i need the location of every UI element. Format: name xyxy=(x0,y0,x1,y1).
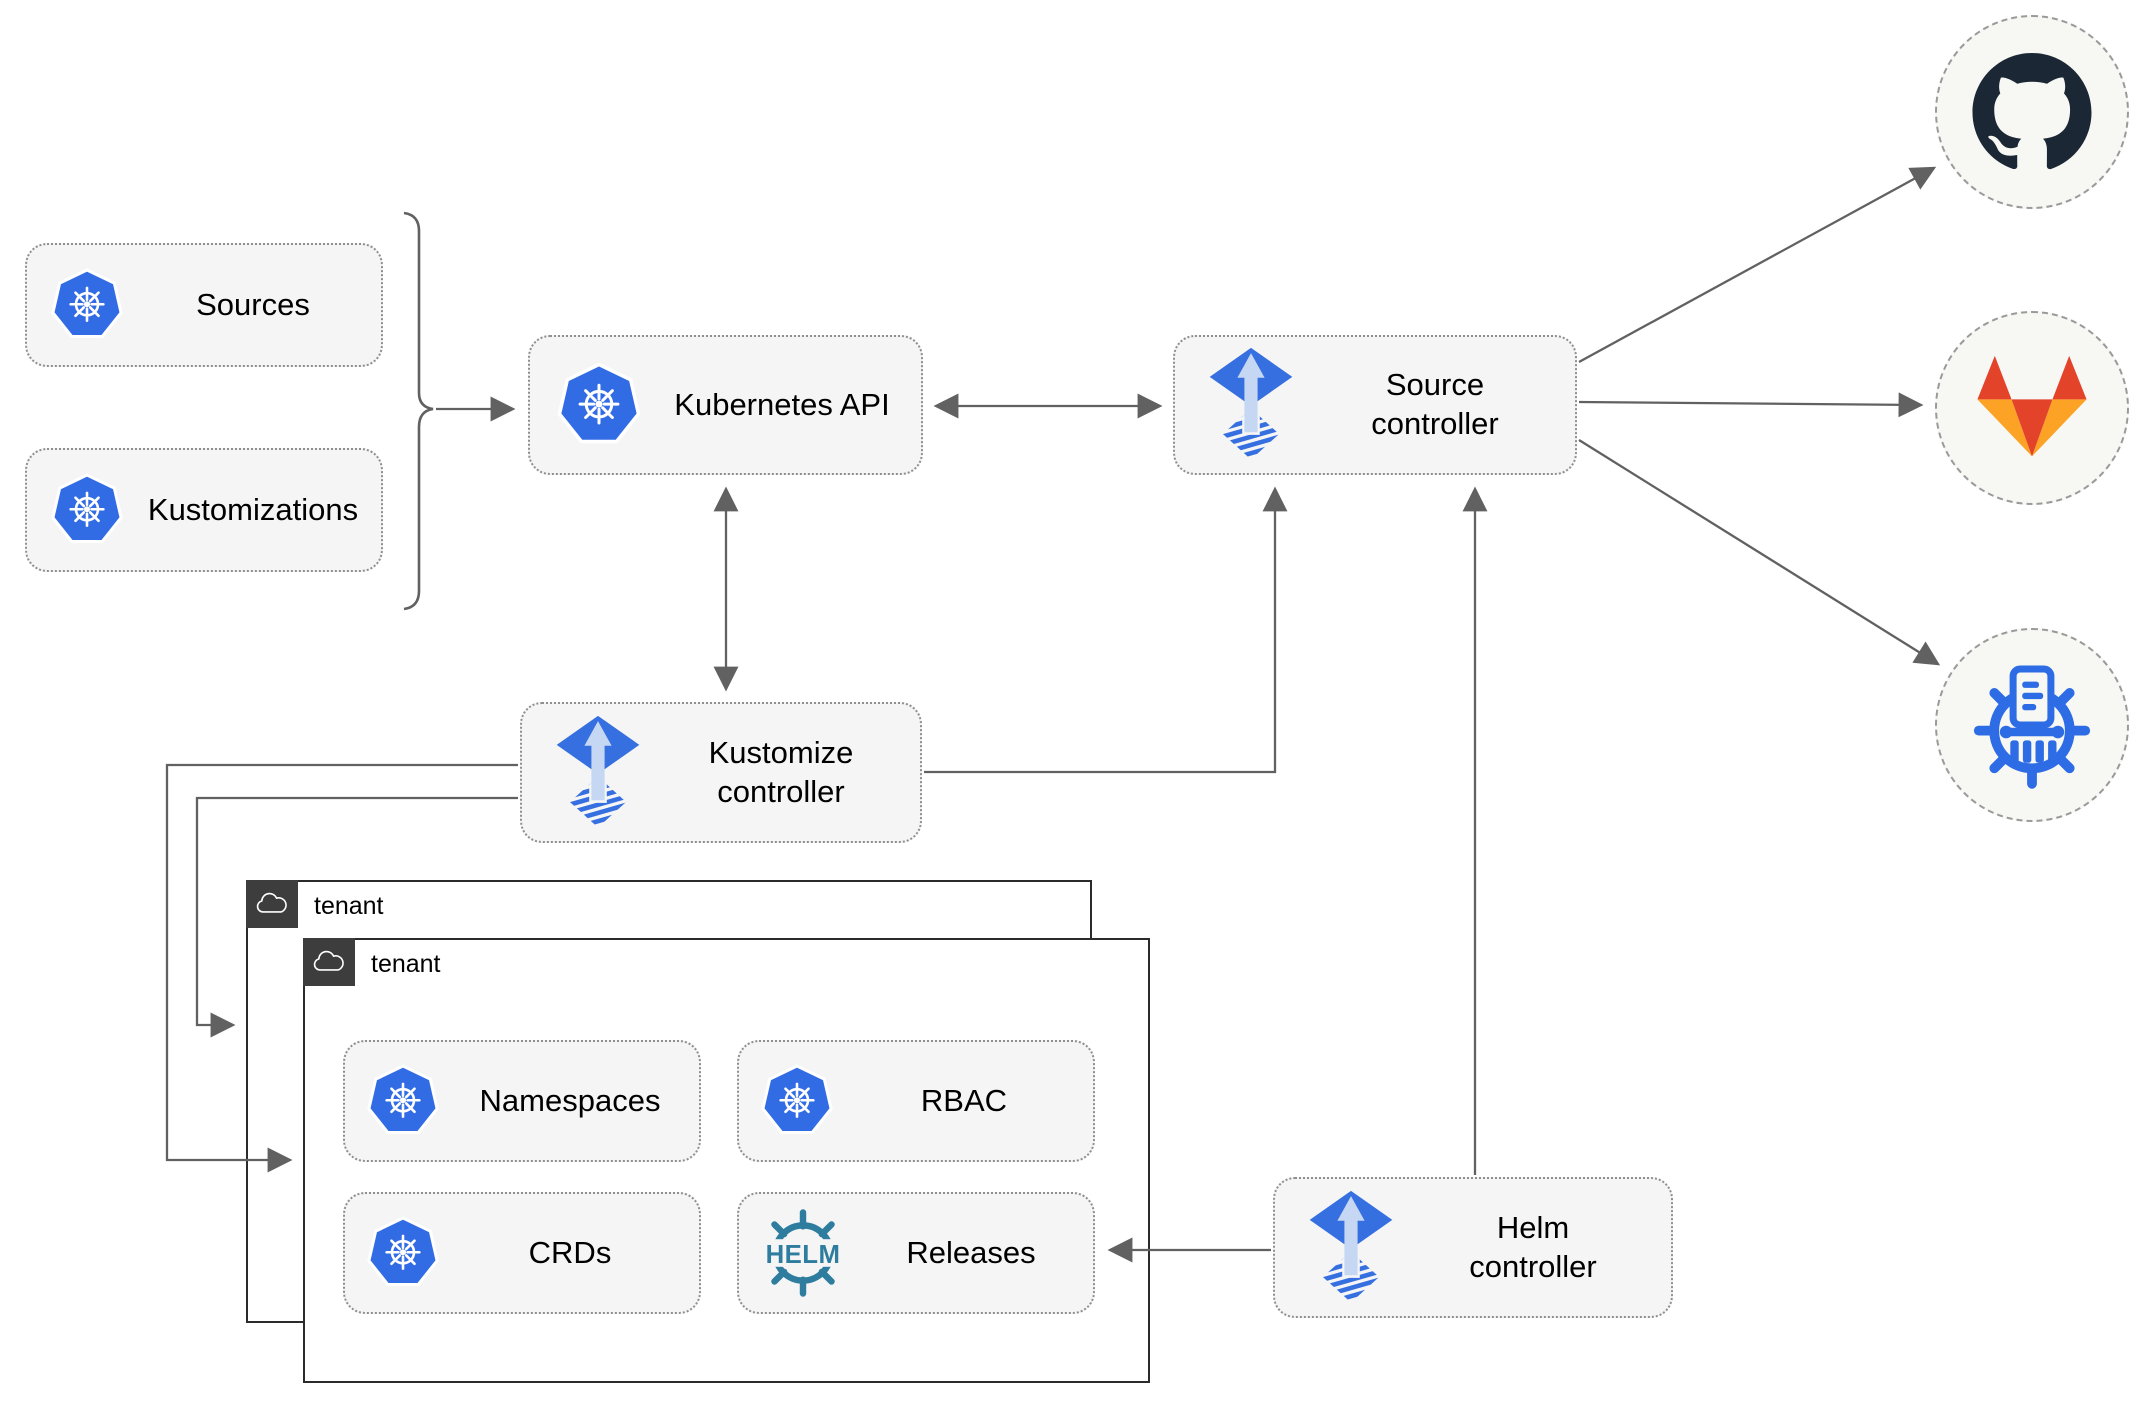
edge-sourcectrl-chartmuseum xyxy=(1578,439,1941,666)
flux-icon xyxy=(1207,347,1295,463)
node-label: Source controller xyxy=(1371,367,1499,441)
kustomize-controller-node: Kustomize controller xyxy=(520,702,922,843)
kubernetes-icon xyxy=(759,1063,835,1139)
namespaces-node: Namespaces xyxy=(343,1040,701,1162)
cloud-icon xyxy=(255,891,289,917)
kubernetes-api-node: Kubernetes API xyxy=(528,335,923,475)
kubernetes-icon xyxy=(365,1063,441,1139)
kubernetes-icon xyxy=(365,1215,441,1291)
flux-icon xyxy=(1307,1190,1395,1306)
node-label: CRDs xyxy=(528,1234,612,1270)
node-label: Kustomize controller xyxy=(708,734,854,809)
node-label: Helm controller xyxy=(1469,1209,1597,1284)
tenant-tab xyxy=(246,880,298,928)
kubernetes-icon xyxy=(49,267,125,343)
source-controller-node: Source controller xyxy=(1173,335,1577,475)
chartmuseum-icon xyxy=(1962,655,2102,795)
tenant-label: tenant xyxy=(314,891,384,920)
node-label: Kubernetes API xyxy=(674,386,890,422)
github-repository-target xyxy=(1935,15,2129,209)
cloud-icon xyxy=(312,949,346,975)
node-label: Releases xyxy=(906,1234,1036,1270)
kubernetes-icon xyxy=(49,472,125,548)
helm-icon: HELM xyxy=(762,1209,844,1297)
node-label: Namespaces xyxy=(479,1082,661,1118)
tenant-label: tenant xyxy=(371,949,441,978)
gitlab-icon xyxy=(1970,352,2094,464)
github-icon xyxy=(1971,53,2093,172)
flux-icon xyxy=(554,715,642,831)
edge-sourcectrl-github xyxy=(1578,166,1937,364)
chartmuseum-repository-target xyxy=(1935,628,2129,822)
node-label: Kustomizations xyxy=(147,491,359,527)
node-label: Sources xyxy=(196,286,310,322)
tenant-tab xyxy=(303,938,355,986)
edge-sourcectrl-gitlab xyxy=(1578,392,1924,418)
edge-kustomizectrl-sourcectrl xyxy=(924,486,1288,774)
crds-node: CRDs xyxy=(343,1192,701,1314)
rbac-node: RBAC xyxy=(737,1040,1095,1162)
kustomizations-node: Kustomizations xyxy=(25,448,383,572)
gitlab-repository-target xyxy=(1935,311,2129,505)
node-label: RBAC xyxy=(920,1082,1008,1118)
releases-node: HELM Releases xyxy=(737,1192,1095,1314)
helm-controller-node: Helm controller xyxy=(1273,1177,1673,1318)
brace-sources-group xyxy=(403,211,434,611)
helm-wordmark: HELM xyxy=(766,1241,841,1269)
kubernetes-icon xyxy=(555,361,643,449)
sources-node: Sources xyxy=(25,243,383,367)
